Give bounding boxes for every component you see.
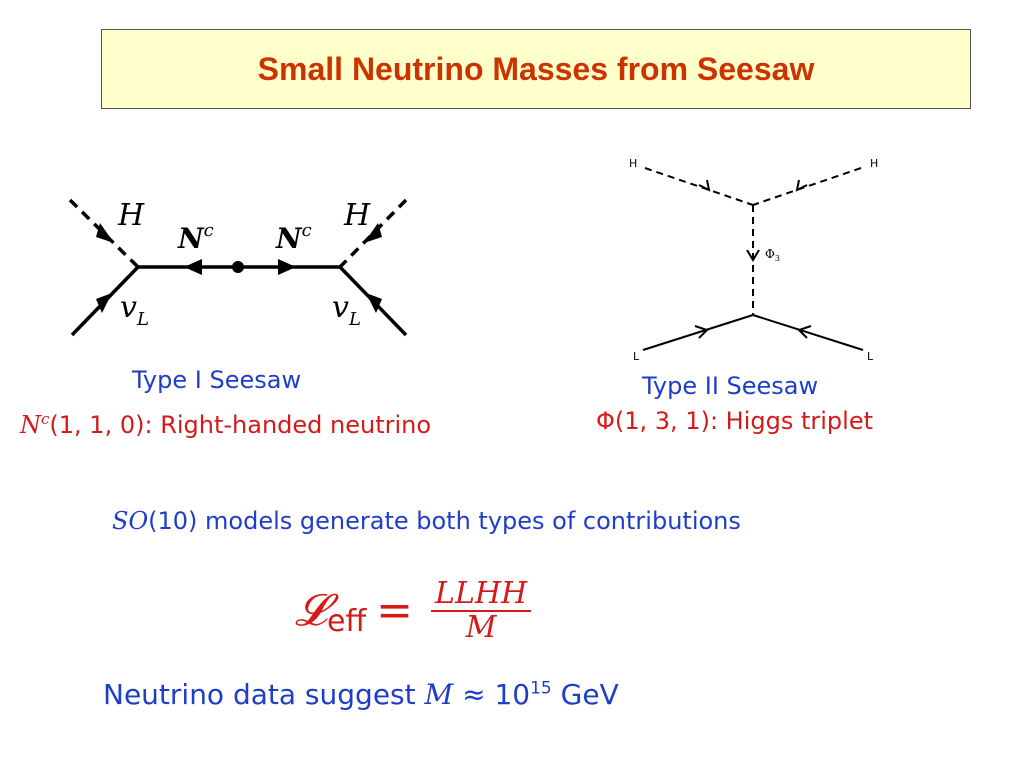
arrow-icon bbox=[698, 179, 711, 192]
label-h-right: H bbox=[343, 198, 371, 233]
higgs-line-right bbox=[752, 167, 862, 206]
type2-rep-desc: Higgs triplet bbox=[725, 407, 874, 435]
arrow-icon bbox=[795, 179, 808, 192]
label-l-right: L bbox=[867, 350, 874, 363]
lepton-line-left bbox=[642, 314, 754, 351]
type1-representation: Nc(1, 1, 0): Right-handed neutrino bbox=[20, 410, 432, 439]
label-h-left: H bbox=[629, 157, 637, 170]
type1-rep-args: (1, 1, 0): bbox=[49, 411, 153, 439]
type1-rep-desc: Right-handed neutrino bbox=[160, 411, 432, 439]
mass-insertion-dot bbox=[232, 261, 244, 273]
arrow-icon bbox=[96, 223, 114, 243]
arrow-icon bbox=[364, 223, 382, 243]
arrow-icon bbox=[746, 249, 760, 262]
higgs-line-left bbox=[644, 167, 754, 206]
arrow-icon bbox=[278, 259, 296, 275]
arrow-icon bbox=[96, 293, 112, 313]
label-nc-right: Nc bbox=[275, 220, 312, 255]
label-l-left: L bbox=[633, 350, 640, 363]
arrow-icon bbox=[694, 325, 709, 339]
arrow-icon bbox=[797, 325, 812, 339]
arrow-icon bbox=[366, 293, 382, 313]
label-h-right: H bbox=[870, 157, 878, 170]
type1-caption: Type I Seesaw bbox=[132, 366, 302, 394]
type2-representation: Φ(1, 3, 1): Higgs triplet bbox=[596, 407, 874, 435]
arrow-icon bbox=[184, 259, 202, 275]
so10-statement: SO(10) models generate both types of con… bbox=[112, 507, 741, 535]
label-phi3: Φ3 bbox=[765, 247, 780, 263]
label-nu-left: vL bbox=[120, 290, 149, 330]
label-nu-right: vL bbox=[332, 290, 361, 330]
type1-seesaw-diagram: H H Nc Nc vL vL bbox=[68, 198, 408, 337]
label-h-left: H bbox=[117, 198, 145, 233]
so10-text: models generate both types of contributi… bbox=[205, 507, 741, 535]
neutrino-data-statement: Neutrino data suggest M ≈ 1015 GeV bbox=[103, 678, 619, 711]
type2-rep-args: (1, 3, 1): bbox=[614, 407, 719, 435]
lepton-line-right bbox=[752, 314, 864, 351]
label-nc-left: Nc bbox=[177, 220, 214, 255]
type2-seesaw-diagram: H H Φ3 L L bbox=[629, 157, 878, 363]
slide-title-box: Small Neutrino Masses from Seesaw bbox=[101, 29, 971, 109]
type2-caption: Type II Seesaw bbox=[642, 372, 819, 400]
slide-title: Small Neutrino Masses from Seesaw bbox=[257, 50, 815, 87]
